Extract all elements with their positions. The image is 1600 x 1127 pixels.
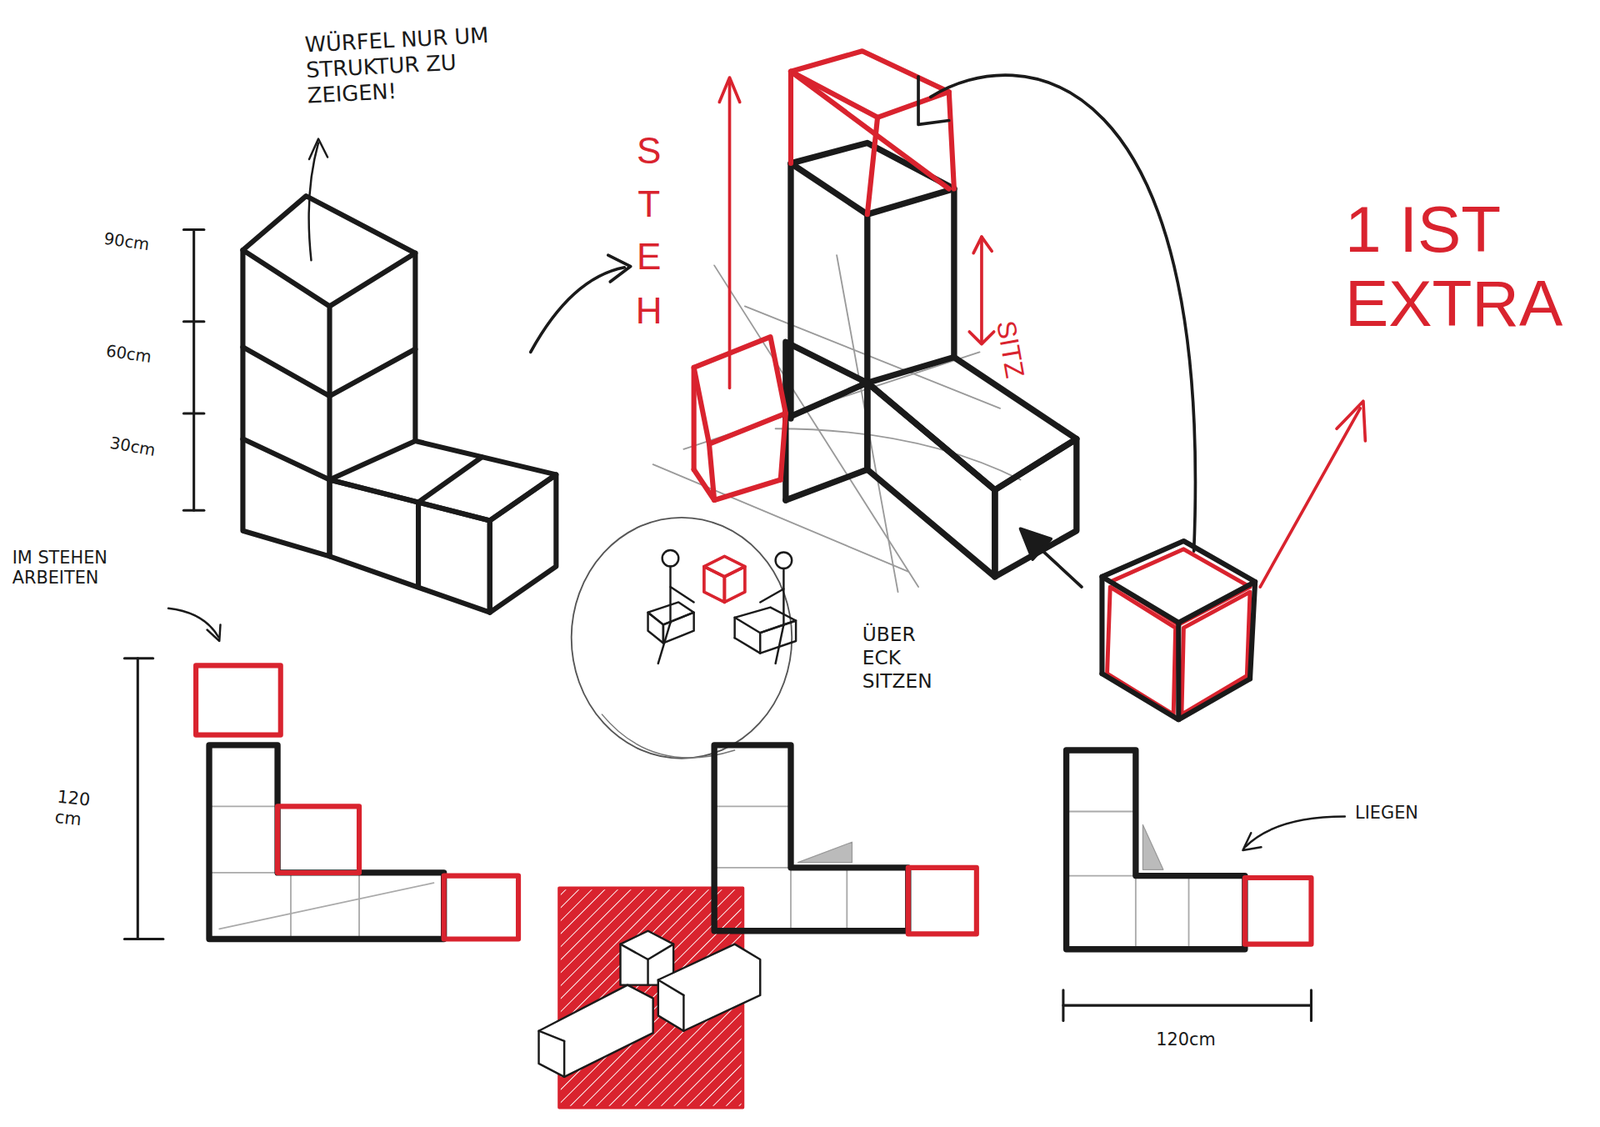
cube-structure (242, 195, 556, 613)
seat-tower (785, 142, 1077, 576)
note-text: IM STEHEN ARBEITEN (12, 546, 166, 589)
dimension-text: 120 cm (54, 785, 104, 832)
note-text: 1 IST EXTRA (1345, 194, 1590, 341)
floor-plan (714, 745, 977, 935)
dimension-text: 60cm (105, 340, 184, 371)
floor-plan (124, 608, 519, 940)
height-label: SITZ (990, 318, 1030, 380)
dimension-line (183, 230, 204, 511)
hatched-area (539, 887, 761, 1107)
extra-cube-red (694, 50, 955, 500)
height-arrow (969, 236, 994, 345)
note-text: ÜBER ECK SITZEN (862, 622, 960, 693)
note-text: LIEGEN (1355, 801, 1468, 823)
extra-cube (1101, 540, 1255, 720)
height-label: STEH (630, 124, 668, 338)
pointer-arrow (1260, 400, 1365, 587)
pointer-arrow (530, 75, 1196, 587)
dimension-text: 120cm (1155, 1028, 1248, 1050)
construction-lines (653, 255, 1021, 592)
dimension-text: 30cm (108, 432, 188, 465)
dimension-text: 90cm (102, 228, 181, 259)
note-text: WÜRFEL NUR UM STRUKTUR ZU ZEIGEN! (304, 20, 548, 110)
height-arrow (719, 77, 740, 388)
leader-arrow (309, 139, 328, 261)
floor-plan (1063, 750, 1345, 1020)
detail-circle (571, 517, 796, 759)
